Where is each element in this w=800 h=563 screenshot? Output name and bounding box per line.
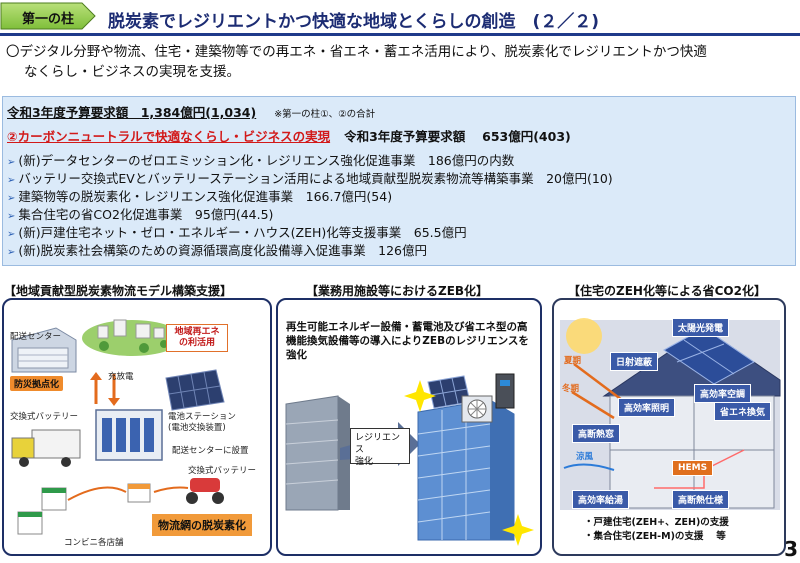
page-title: 脱炭素でレジリエントかつ快適な地域とくらしの創造 (２／２) xyxy=(108,12,600,32)
budget-section-row: ②カーボンニュートラルで快適なくらし・ビジネスの実現 令和3年度予算要求額 65… xyxy=(7,129,571,145)
zeb-callout: レジリエンス 強化 xyxy=(350,428,410,467)
warehouse-icon xyxy=(11,327,77,373)
zeb-illustration xyxy=(285,373,534,546)
page-number: 3 xyxy=(784,537,798,561)
label-battery-station: 電池ステーション (電池交換装置) xyxy=(168,412,236,433)
summary-line-2: なくらし・ビジネスの実現を支援。 xyxy=(24,64,240,80)
budget-item-text: 建築物等の脱炭素化・レジリエンス強化促進事業 166.7億円(54) xyxy=(18,189,393,204)
label-convenience-store: コンビニ各店舗 xyxy=(64,538,124,548)
budget-item: ➢(新)データセンターのゼロエミッション化・レジリエンス強化促進事業 186億円… xyxy=(7,153,514,171)
arrow-bullet-icon: ➢ xyxy=(7,157,16,168)
arrow-bullet-icon: ➢ xyxy=(7,193,16,204)
label-shade: 日射遮蔽 xyxy=(610,352,659,371)
panel-zeb-title: 【業務用施設等におけるZEB化】 xyxy=(306,284,489,298)
panel-zeb: 再生可能エネルギー設備・蓄電池及び省エネ型の高機能換気設備等の導入によりZEBの… xyxy=(276,298,542,556)
label-summer: 夏期 xyxy=(564,356,582,366)
panel-logistics-title: 【地域貢献型脱炭素物流モデル構築支援】 xyxy=(4,284,233,298)
arrow-bullet-icon: ➢ xyxy=(7,247,16,258)
budget-item: ➢バッテリー交換式EVとバッテリーステーション活用による地域貢献型脱炭素物流等構… xyxy=(7,171,613,189)
arrow-bullet-icon: ➢ xyxy=(7,229,16,240)
disaster-tag: 防災拠点化 xyxy=(10,376,64,391)
house-illustration xyxy=(563,318,781,509)
summary-text: 〇デジタル分野や物流、住宅・建築物等での再エネ・省エネ・蓄エネ活用により、脱炭素… xyxy=(6,42,796,82)
label-cool: 涼風 xyxy=(576,452,594,462)
summer-ray-icon xyxy=(573,363,623,401)
store-icon xyxy=(17,483,151,535)
arrow-bullet-icon: ➢ xyxy=(7,175,16,186)
label-light: 高効率照明 xyxy=(618,398,676,417)
breeze-icon xyxy=(563,463,615,471)
budget-item-text: バッテリー交換式EVとバッテリーステーション活用による地域貢献型脱炭素物流等構築… xyxy=(18,171,613,186)
label-water: 高効率給湯 xyxy=(572,490,630,509)
label-ac: 高効率空調 xyxy=(694,384,752,403)
budget-heading-note: ※第一の柱①、②の合計 xyxy=(274,109,376,120)
budget-section-amount: 令和3年度予算要求額 653億円(403) xyxy=(344,129,571,144)
sparkle-icon xyxy=(502,514,534,546)
pillar-label: 第一の柱 xyxy=(21,12,74,27)
budget-item-text: (新)脱炭素社会構築のための資源循環高度化設備導入促進事業 126億円 xyxy=(18,243,428,258)
summary-line-1: 〇デジタル分野や物流、住宅・建築物等での再エネ・省エネ・蓄エネ活用により、脱炭素… xyxy=(6,44,707,60)
budget-item: ➢建築物等の脱炭素化・レジリエンス強化促進事業 166.7億円(54) xyxy=(7,189,392,207)
budget-section-title: ②カーボンニュートラルで快適なくらし・ビジネスの実現 xyxy=(7,129,331,144)
budget-item-text: 集合住宅の省CO2化促進事業 95億円(44.5) xyxy=(18,207,274,222)
zeb-building-icon xyxy=(417,399,515,541)
label-window: 高断熱窓 xyxy=(572,424,621,443)
header-rule xyxy=(0,33,800,36)
truck-icon xyxy=(11,429,81,467)
label-installed-at-center: 配送センターに設置 xyxy=(172,446,249,456)
logistics-illustration xyxy=(11,319,225,535)
solar-panel-icon xyxy=(165,369,225,411)
label-swap-battery-left: 交換式バッテリー xyxy=(10,412,79,422)
town-icon xyxy=(82,319,182,356)
zeb-description: 再生可能エネルギー設備・蓄電池及び省エネ型の高機能換気設備等の導入によりZEBの… xyxy=(286,321,529,361)
sparkle-icon xyxy=(404,380,436,412)
label-vent: 省エネ換気 xyxy=(714,402,772,421)
house-footnotes: ・戸建住宅(ZEH+、ZEH)の支援 ・集合住宅(ZEH-M)の支援 等 xyxy=(584,516,729,544)
arrow-bullet-icon: ➢ xyxy=(7,211,16,222)
winter-ray-icon xyxy=(571,390,615,420)
label-distribution-center: 配送センター xyxy=(10,332,62,342)
budget-heading-row: 令和3年度予算要求額 1,384億円(1,034) ※第一の柱①、②の合計 xyxy=(7,105,375,123)
scooter-icon xyxy=(186,478,224,504)
decarbonize-tag: 物流網の脱炭素化 xyxy=(152,514,252,536)
storage-battery-icon xyxy=(495,373,515,409)
ventilation-fan-icon xyxy=(461,395,493,423)
budget-item-text: (新)データセンターのゼロエミッション化・レジリエンス強化促進事業 186億円の… xyxy=(18,153,515,168)
budget-item: ➢(新)戸建住宅ネット・ゼロ・エネルギー・ハウス(ZEH)化等支援事業 65.5… xyxy=(7,225,467,243)
budget-box: 令和3年度予算要求額 1,384億円(1,034) ※第一の柱①、②の合計 ②カ… xyxy=(2,96,796,266)
budget-item: ➢集合住宅の省CO2化促進事業 95億円(44.5) xyxy=(7,207,273,225)
label-charge-discharge: 充放電 xyxy=(108,372,134,382)
pillar-tag-arrow-shape xyxy=(0,2,96,30)
panel-logistics: 配送センター 地域再エネ の利活用 防災拠点化 充放電 交換式バッテリー 電池ス… xyxy=(2,298,272,556)
label-insul: 高断熱仕様 xyxy=(672,490,730,509)
house-footnote-1: ・戸建住宅(ZEH+、ZEH)の支援 xyxy=(584,517,729,528)
sun-icon xyxy=(566,318,602,354)
budget-heading: 令和3年度予算要求額 1,384億円(1,034) xyxy=(7,105,257,120)
label-winter: 冬期 xyxy=(562,384,580,394)
label-swap-battery-right: 交換式バッテリー xyxy=(188,466,257,476)
label-solar: 太陽光発電 xyxy=(672,318,730,337)
swap-arrow-icon xyxy=(67,486,127,501)
label-hems: HEMS xyxy=(672,460,714,476)
renewable-tag: 地域再エネ の利活用 xyxy=(166,324,228,352)
budget-item: ➢(新)脱炭素社会構築のための資源循環高度化設備導入促進事業 126億円 xyxy=(7,243,427,261)
pillar-tag: 第一の柱 xyxy=(0,2,96,30)
panel-house-title: 【住宅のZEH化等による省CO2化】 xyxy=(568,284,766,298)
house-footnote-2: ・集合住宅(ZEH-M)の支援 等 xyxy=(584,531,726,542)
battery-station-icon xyxy=(95,409,163,461)
budget-item-text: (新)戸建住宅ネット・ゼロ・エネルギー・ハウス(ZEH)化等支援事業 65.5億… xyxy=(18,225,467,240)
panel-house: 太陽光発電 夏期 日射遮蔽 冬期 高効率空調 高効率照明 省エネ換気 高断熱窓 … xyxy=(552,298,786,556)
